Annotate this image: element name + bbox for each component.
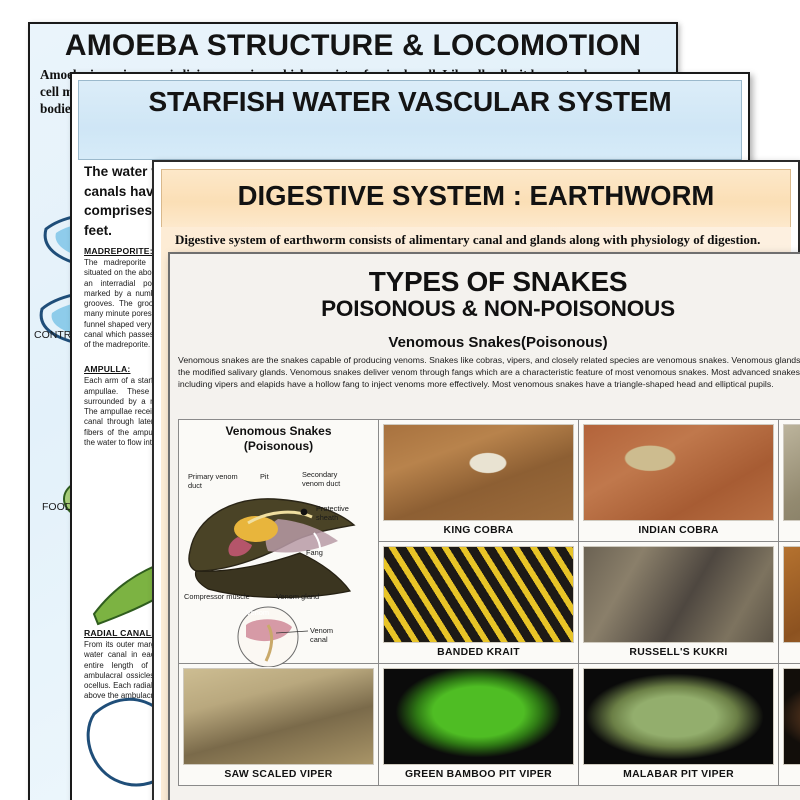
fang-label-venom-canal: Venom canal — [310, 626, 334, 644]
species-photo-banded-krait — [383, 546, 574, 643]
species-cell-banded-krait[interactable]: BANDED KRAIT — [379, 542, 579, 664]
snakes-title-line1: TYPES OF SNAKES — [368, 266, 628, 297]
species-cell-russells-kukri[interactable]: RUSSELL'S KUKRI — [579, 542, 779, 664]
venom-canal-inset-svg — [237, 606, 309, 668]
species-cell-offscreen-2[interactable] — [779, 542, 800, 664]
species-cell-green-bamboo-pit-viper[interactable]: GREEN BAMBOO PIT VIPER — [379, 664, 579, 786]
species-photo-malabar-pit-viper — [583, 668, 774, 765]
earthworm-title: DIGESTIVE SYSTEM : EARTHWORM — [237, 180, 715, 211]
poster-types-of-snakes[interactable]: TYPES OF SNAKES POISONOUS & NON-POISONOU… — [168, 252, 800, 800]
species-cell-saw-scaled-viper[interactable]: SAW SCALED VIPER — [179, 664, 379, 786]
fang-label-compressor-muscle: Compressor muscle — [184, 592, 250, 602]
species-photo-green-bamboo-pit-viper — [383, 668, 574, 765]
venomous-species-grid: Venomous Snakes (Poisonous) Primary veno… — [178, 419, 800, 786]
snakes-title-block: TYPES OF SNAKES POISONOUS & NON-POISONOU… — [170, 254, 800, 322]
fang-diagram-title-line1: Venomous Snakes — [225, 424, 332, 438]
starfish-header-band: STARFISH WATER VASCULAR SYSTEM — [78, 80, 742, 160]
species-photo-offscreen-1 — [783, 424, 800, 521]
species-caption-malabar-pit-viper: MALABAR PIT VIPER — [623, 769, 734, 780]
fang-label-venom: Venom — [246, 608, 270, 618]
snake-head-svg — [188, 498, 356, 599]
species-photo-offscreen-3 — [783, 668, 800, 765]
species-cell-offscreen-1[interactable] — [779, 420, 800, 542]
species-photo-saw-scaled-viper — [183, 668, 374, 765]
fang-diagram-title-line2: (Poisonous) — [243, 439, 314, 454]
fang-label-venom-gland: Venom gland — [276, 592, 320, 602]
species-cell-king-cobra[interactable]: KING COBRA — [379, 420, 579, 542]
fang-label-pit: Pit — [260, 472, 269, 482]
amoeba-title: AMOEBA STRUCTURE & LOCOMOTION — [64, 29, 642, 62]
fang-label-secondary-venom-duct: Secondary venom duct — [302, 470, 341, 488]
species-photo-indian-cobra — [583, 424, 774, 521]
fang-diagram-illustration: Primary venom duct Pit Secondary venom d… — [182, 453, 375, 668]
starfish-heading-madreporite: MADREPORITE: — [84, 246, 153, 256]
starfish-title: STARFISH WATER VASCULAR SYSTEM — [148, 86, 672, 117]
snakes-title-line2: POISONOUS & NON-POISONOUS — [321, 295, 675, 321]
species-photo-offscreen-2 — [783, 546, 800, 643]
species-photo-russells-kukri — [583, 546, 774, 643]
starfish-heading-radial-canal: RADIAL CANAL: — [84, 628, 155, 638]
fang-label-protective-sheath: Protective sheath — [316, 504, 349, 522]
fang-anatomy-diagram-cell: Venomous Snakes (Poisonous) Primary veno… — [179, 420, 379, 668]
starfish-heading-ampulla: AMPULLA: — [84, 364, 131, 375]
fang-label-fang: Fang — [306, 548, 323, 558]
species-cell-indian-cobra[interactable]: INDIAN COBRA — [579, 420, 779, 542]
species-caption-green-bamboo-pit-viper: GREEN BAMBOO PIT VIPER — [405, 769, 552, 780]
species-cell-offscreen-3[interactable] — [779, 664, 800, 786]
species-caption-indian-cobra: INDIAN COBRA — [638, 525, 719, 536]
species-photo-king-cobra — [383, 424, 574, 521]
species-cell-malabar-pit-viper[interactable]: MALABAR PIT VIPER — [579, 664, 779, 786]
species-caption-king-cobra: KING COBRA — [443, 525, 514, 536]
venomous-section-text: Venomous snakes are the snakes capable o… — [178, 355, 800, 390]
venomous-section-heading: Venomous Snakes(Poisonous) — [388, 334, 608, 352]
species-caption-banded-krait: BANDED KRAIT — [437, 647, 520, 658]
species-caption-russells-kukri: RUSSELL'S KUKRI — [629, 647, 728, 658]
species-caption-saw-scaled-viper: SAW SCALED VIPER — [224, 769, 333, 780]
earthworm-header-band: DIGESTIVE SYSTEM : EARTHWORM — [161, 169, 791, 229]
fang-label-primary-venom-duct: Primary venom duct — [188, 472, 238, 490]
